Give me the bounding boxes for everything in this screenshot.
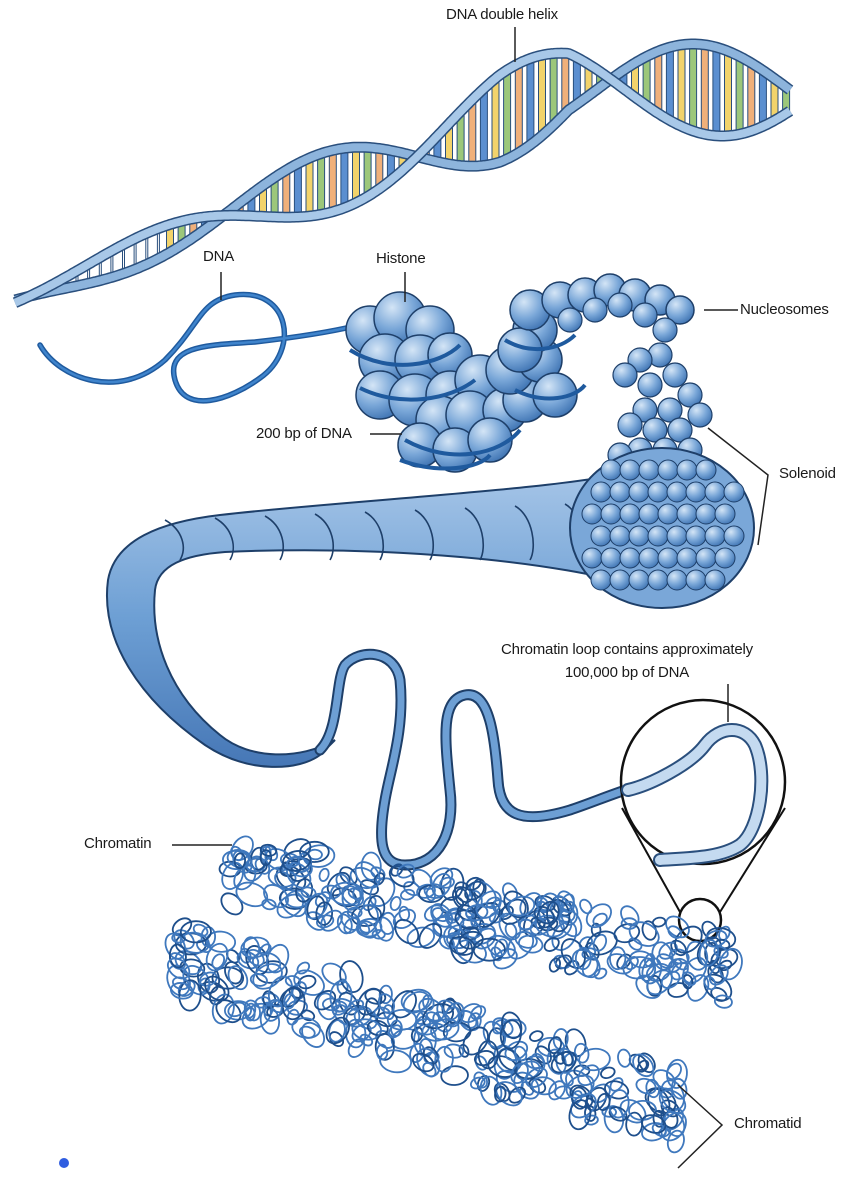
label-chromatin: Chromatin (84, 835, 151, 852)
solenoid-bead (601, 548, 621, 568)
base-pair (666, 47, 673, 120)
label-chromatin-loop-line1: Chromatin loop contains approximately (462, 641, 792, 658)
solenoid-bead (705, 570, 725, 590)
base-pair (655, 51, 662, 113)
solenoid-bead (658, 460, 678, 480)
base-pair (306, 158, 313, 216)
nucleosome-bead (638, 373, 662, 397)
nucleosome-bead (663, 363, 687, 387)
label-chromatin-loop-line2: 100,000 bp of DNA (462, 664, 792, 681)
base-pair (678, 45, 685, 127)
solenoid-bead (715, 504, 735, 524)
label-histone: Histone (376, 250, 425, 267)
base-pair (318, 154, 325, 215)
solenoid-bead (582, 548, 602, 568)
chromatin-loop-strand (320, 654, 660, 865)
base-pair (527, 59, 534, 145)
nucleosome-bead (688, 403, 712, 427)
label-nucleosomes: Nucleosomes (740, 301, 829, 318)
base-pair (759, 70, 766, 126)
solenoid-bead (610, 526, 630, 546)
marker-dot (59, 1158, 69, 1168)
solenoid-bead (629, 570, 649, 590)
nucleosome-bead (633, 303, 657, 327)
solenoid-bead (629, 526, 649, 546)
base-pair (736, 57, 743, 135)
solenoid-bead (705, 526, 725, 546)
solenoid-bead (620, 548, 640, 568)
solenoid-bead (658, 504, 678, 524)
solenoid-bead (639, 460, 659, 480)
solenoid-bead (591, 526, 611, 546)
solenoid-bead (629, 482, 649, 502)
solenoid-bead (639, 504, 659, 524)
base-pair (713, 47, 720, 136)
label-solenoid: Solenoid (779, 465, 836, 482)
nucleosome-bead (653, 318, 677, 342)
base-pair (341, 148, 348, 208)
solenoid-bead (648, 526, 668, 546)
solenoid-bead (715, 548, 735, 568)
label-dna-double-helix: DNA double helix (446, 6, 558, 23)
solenoid-bead (648, 482, 668, 502)
solenoid-bead (686, 570, 706, 590)
solenoid-bead (639, 548, 659, 568)
base-pair (748, 63, 755, 131)
nucleosome-beads (346, 274, 712, 472)
solenoid-bead (620, 504, 640, 524)
base-pair (294, 164, 301, 217)
solenoid-bead (696, 548, 716, 568)
solenoid-bead (601, 460, 621, 480)
solenoid-bead (724, 526, 744, 546)
base-pair (515, 64, 522, 153)
solenoid-bead (658, 548, 678, 568)
solenoid-bead (677, 548, 697, 568)
solenoid-bead (686, 482, 706, 502)
solenoid-bead (582, 504, 602, 524)
base-pair (725, 51, 732, 136)
dna-strand-highlight (40, 294, 355, 400)
label-200bp: 200 bp of DNA (256, 425, 352, 442)
chromatin-loop-fill (320, 654, 660, 865)
base-pair (701, 45, 708, 134)
label-dna: DNA (203, 248, 234, 265)
solenoid-bead (677, 460, 697, 480)
solenoid-bead (686, 526, 706, 546)
base-pair (329, 150, 336, 211)
nucleosome-bead (558, 308, 582, 332)
nucleosome-bead (618, 413, 642, 437)
solenoid-bead (677, 504, 697, 524)
base-pair (504, 70, 511, 159)
solenoid-bead (591, 570, 611, 590)
base-pair (353, 147, 360, 203)
nucleosome-bead (583, 298, 607, 322)
base-pair (690, 44, 697, 131)
solenoid-bead (667, 570, 687, 590)
solenoid-bead (648, 570, 668, 590)
solenoid-bead (610, 482, 630, 502)
solenoid-bead (696, 504, 716, 524)
solenoid-bead (705, 482, 725, 502)
solenoid-bead (696, 460, 716, 480)
nucleosome-bead (613, 363, 637, 387)
solenoid-bead (610, 570, 630, 590)
solenoid-bead (724, 482, 744, 502)
nucleosome-bead (608, 293, 632, 317)
solenoid-bead (667, 526, 687, 546)
chromatids (162, 832, 745, 1154)
base-pair (480, 89, 487, 166)
base-pair (492, 78, 499, 163)
base-pair (550, 54, 557, 126)
solenoid-bead (667, 482, 687, 502)
solenoid-bead (591, 482, 611, 502)
solenoid-bead (620, 460, 640, 480)
base-pair (539, 55, 546, 135)
magnifier-callout (621, 700, 785, 941)
solenoid-bead (601, 504, 621, 524)
label-chromatid: Chromatid (734, 1115, 801, 1132)
